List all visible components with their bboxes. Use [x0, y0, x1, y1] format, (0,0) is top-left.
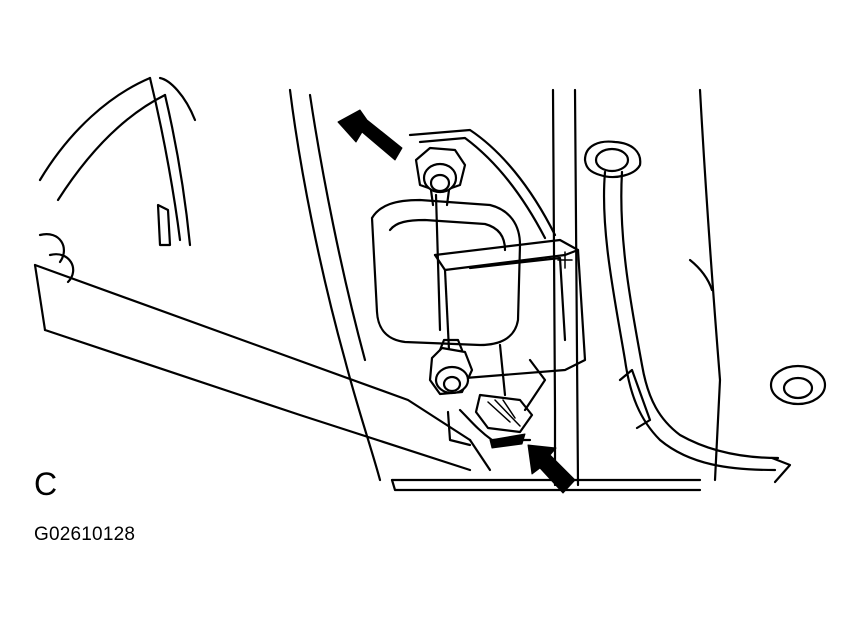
arrow-upper-bolt-icon [337, 109, 403, 161]
harness-grommet [583, 88, 792, 484]
figure-code: G02610128 [34, 524, 136, 545]
upper-mounting-bracket [370, 128, 557, 347]
view-letter: C [34, 466, 58, 502]
upper-bolt [414, 146, 467, 207]
wire-connector [446, 343, 547, 449]
control-module [433, 238, 587, 382]
body-plug [769, 364, 827, 406]
diagonal-cross-member [33, 263, 492, 472]
lower-bolt [428, 338, 474, 396]
left-body-panel [38, 76, 197, 284]
arrow-connector-icon [527, 444, 576, 494]
